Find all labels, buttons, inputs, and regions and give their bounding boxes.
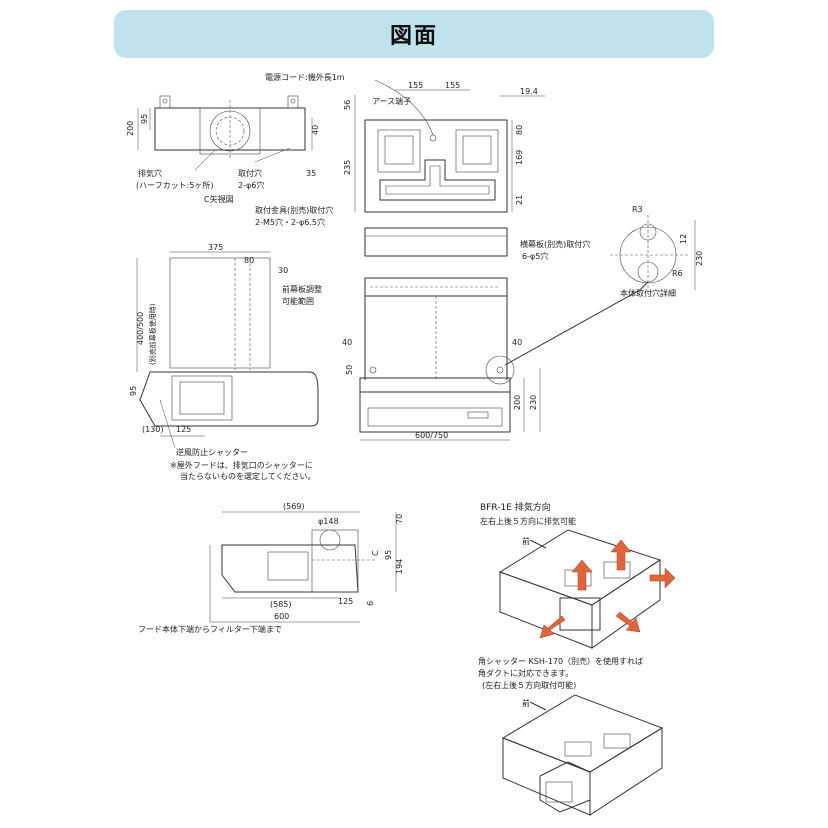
dim-12: 12 — [679, 234, 688, 244]
earth-label: アース端子 — [372, 96, 411, 106]
dim-600-bv: 600 — [274, 612, 289, 621]
dim-80: 80 — [515, 125, 524, 135]
mount-sub: 2-φ6穴 — [238, 180, 264, 190]
front-label-1: 前 — [522, 536, 530, 546]
dim-200: 200 — [513, 395, 522, 410]
detail-view: R3 R6 12 230 本体取付穴詳細 — [610, 205, 704, 298]
filter-note: フード本体下端からフィルター下端まで — [138, 624, 282, 634]
shutter-label: 逆風防止シャッター — [176, 447, 248, 457]
cord-label: 電源コード:機外長1m — [265, 72, 345, 82]
dim-585: (585) — [270, 600, 292, 609]
dim-130: (130) — [142, 425, 164, 434]
dim-125-bv: 125 — [338, 597, 353, 606]
exhaust-title: BFR-1E 排気方向 — [480, 501, 551, 513]
shutter-line2: 角ダクトに対応できます。 — [478, 668, 573, 678]
dim-56: 56 — [343, 100, 352, 110]
dim-40b: 40 — [512, 338, 522, 347]
dim-21: 21 — [515, 195, 524, 205]
exhaust-arrows — [539, 539, 676, 639]
dim-80-ss: 80 — [244, 256, 254, 265]
page-title: 図面 — [389, 24, 438, 49]
bracket-sub: 2-M5穴・2-φ6.5穴 — [255, 217, 325, 227]
shutter-view: 角シャッター KSH-170（別売）を使用すれば 角ダクトに対応できます。 (左… — [478, 656, 664, 816]
dim-95-bv: 95 — [384, 550, 393, 560]
dim-70: 70 — [395, 514, 404, 524]
exhaust-label: 排気穴 — [138, 168, 162, 178]
title-banner: 図面 — [114, 10, 714, 58]
label-c: C — [371, 550, 380, 556]
exhaust-subtitle: 左右上後５方向に排気可能 — [480, 516, 576, 526]
bottom-view: (569) φ148 70 95 194 C (585) 125 6 600 フ… — [138, 502, 404, 634]
r3-label: R3 — [632, 205, 643, 214]
dim-155b: 155 — [445, 81, 460, 90]
exhaust-sub: (ハーフカット:5ヶ所) — [136, 180, 214, 190]
dim-95-ss: 95 — [129, 386, 138, 396]
exhaust-direction-view: BFR-1E 排気方向 左右上後５方向に排気可能 前 — [480, 501, 676, 649]
dim-235: 235 — [343, 160, 352, 175]
dim-95: 95 — [140, 114, 149, 124]
mount-label: 取付穴 — [238, 168, 262, 178]
dim-19-4: 19.4 — [520, 87, 538, 96]
detail-label: 本体取付穴詳細 — [620, 288, 676, 298]
dim-155a: 155 — [408, 81, 423, 90]
side-view: 200 95 40 35 排気穴 (ハーフカット:5ヶ所) 取付穴 2-φ6穴 … — [126, 95, 320, 204]
dim-30: 30 — [278, 266, 288, 275]
dim-169: 169 — [515, 150, 524, 165]
shutter-line1: 角シャッター KSH-170（別売）を使用すれば — [478, 656, 643, 666]
front-label-2: 前 — [522, 698, 530, 708]
side-section: 375 80 30 前幕板調整 可能範囲 400/500 (別売前幕板使用時) … — [129, 243, 322, 481]
dim-230: 230 — [529, 395, 538, 410]
dim-230-detail: 230 — [695, 251, 704, 266]
dim-125-ss: 125 — [176, 425, 191, 434]
curtain-label: 横幕板(別売)取付穴 — [520, 239, 590, 249]
curtain-sub: 6-φ5穴 — [522, 251, 548, 261]
note-line2: 当たらないものを選定してください。 — [180, 471, 316, 481]
shutter-line3: (左右上後５方向取付可能) — [482, 680, 576, 690]
adjust-label2: 可能範囲 — [282, 296, 314, 306]
dim-400-500: 400/500 — [136, 312, 145, 345]
dim-40a: 40 — [342, 338, 352, 347]
dim-148: φ148 — [318, 517, 339, 526]
note-line1: ※屋外フードは、排気口のシャッターに — [170, 460, 313, 470]
front-view: 電源コード:機外長1m アース端子 155 155 19.4 56 80 235… — [255, 72, 641, 441]
r6-label: R6 — [672, 269, 683, 278]
dim-194: 194 — [395, 559, 404, 574]
dim-50: 50 — [345, 365, 354, 375]
view-c-label: C矢視図 — [204, 194, 234, 204]
sub-curtain: (別売前幕板使用時) — [148, 303, 157, 365]
dim-6: 6 — [366, 601, 375, 606]
dim-40: 40 — [311, 125, 320, 135]
adjust-label1: 前幕板調整 — [282, 284, 322, 294]
dim-200: 200 — [126, 121, 135, 136]
dim-569: (569) — [283, 502, 305, 511]
dim-375: 375 — [208, 243, 223, 252]
dim-35: 35 — [306, 169, 316, 178]
width-label: 600/750 — [415, 431, 448, 440]
bracket-label: 取付金具(別売)取付穴 — [255, 205, 333, 215]
